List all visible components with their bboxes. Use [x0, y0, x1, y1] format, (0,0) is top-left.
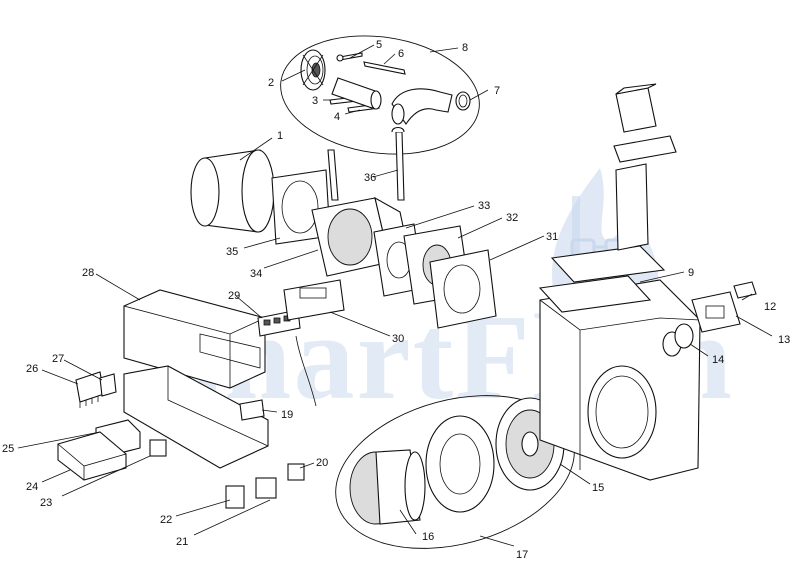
callout-19: 19: [281, 409, 293, 421]
callout-23: 23: [40, 497, 52, 509]
callout-8: 8: [462, 42, 468, 54]
callout-1: 1: [277, 130, 283, 142]
group-outline-8: [280, 35, 480, 155]
part-28-cover: [123, 289, 266, 389]
callout-20: 20: [316, 457, 328, 469]
callout-21: 21: [176, 536, 188, 548]
callout-32: 32: [506, 212, 518, 224]
callout-2: 2: [268, 77, 274, 89]
callout-labels: 1 2 3 4 5 6 7 8 9 12 13 14 15 16 17 19 2…: [2, 39, 790, 561]
callout-27: 27: [52, 353, 64, 365]
part-31-gasket: [429, 249, 497, 329]
callout-26: 26: [26, 363, 38, 375]
callout-17: 17: [516, 549, 528, 561]
part-12-cover: [733, 281, 757, 299]
part-26-connector: [75, 371, 105, 408]
part-2-diffuser-disc: [300, 49, 326, 91]
callout-25: 25: [2, 443, 14, 455]
part-9-plates: [538, 245, 666, 313]
callout-9: 9: [688, 267, 694, 279]
fan-flange: [425, 415, 495, 513]
nozzle-line-tube: [331, 77, 382, 110]
leader-lines: [17, 44, 773, 547]
part-13-control-module: [691, 291, 741, 333]
part-16-motor: [349, 449, 426, 525]
second-pipe: [327, 149, 339, 201]
callout-34: 34: [250, 268, 262, 280]
callout-13: 13: [778, 334, 790, 346]
part-21-relay: [255, 477, 277, 499]
part-23-capacitor: [149, 439, 167, 457]
callout-24: 24: [26, 481, 38, 493]
part-30-display-panel: [283, 279, 345, 407]
callout-4: 4: [334, 111, 340, 123]
part-5-electrode: [336, 52, 363, 62]
part-36-pipe: [391, 126, 405, 201]
callout-35: 35: [226, 246, 238, 258]
callout-36: 36: [364, 172, 376, 184]
callout-14: 14: [712, 354, 724, 366]
callout-28: 28: [82, 267, 94, 279]
part-19-relay: [239, 399, 265, 421]
callout-31: 31: [546, 231, 558, 243]
part-27-connector: [99, 373, 117, 397]
callout-22: 22: [160, 514, 172, 526]
part-22-relay: [225, 485, 245, 509]
control-box: [613, 83, 677, 251]
callout-3: 3: [312, 95, 318, 107]
part-6-rod: [363, 61, 406, 75]
callout-12: 12: [764, 301, 776, 313]
callout-33: 33: [478, 200, 490, 212]
callout-29: 29: [228, 290, 240, 302]
callout-6: 6: [398, 48, 404, 60]
part-20-relay: [287, 463, 305, 481]
part-7-elbow: [391, 88, 471, 125]
callout-7: 7: [494, 85, 500, 97]
callout-16: 16: [422, 531, 434, 543]
callout-5: 5: [376, 39, 382, 51]
callout-15: 15: [592, 482, 604, 494]
chassis-plate: [123, 365, 269, 469]
part-1-blast-tube: [190, 149, 275, 233]
burner-housing: [539, 279, 701, 481]
callout-30: 30: [392, 333, 404, 345]
part-14-o-rings: [662, 323, 694, 357]
